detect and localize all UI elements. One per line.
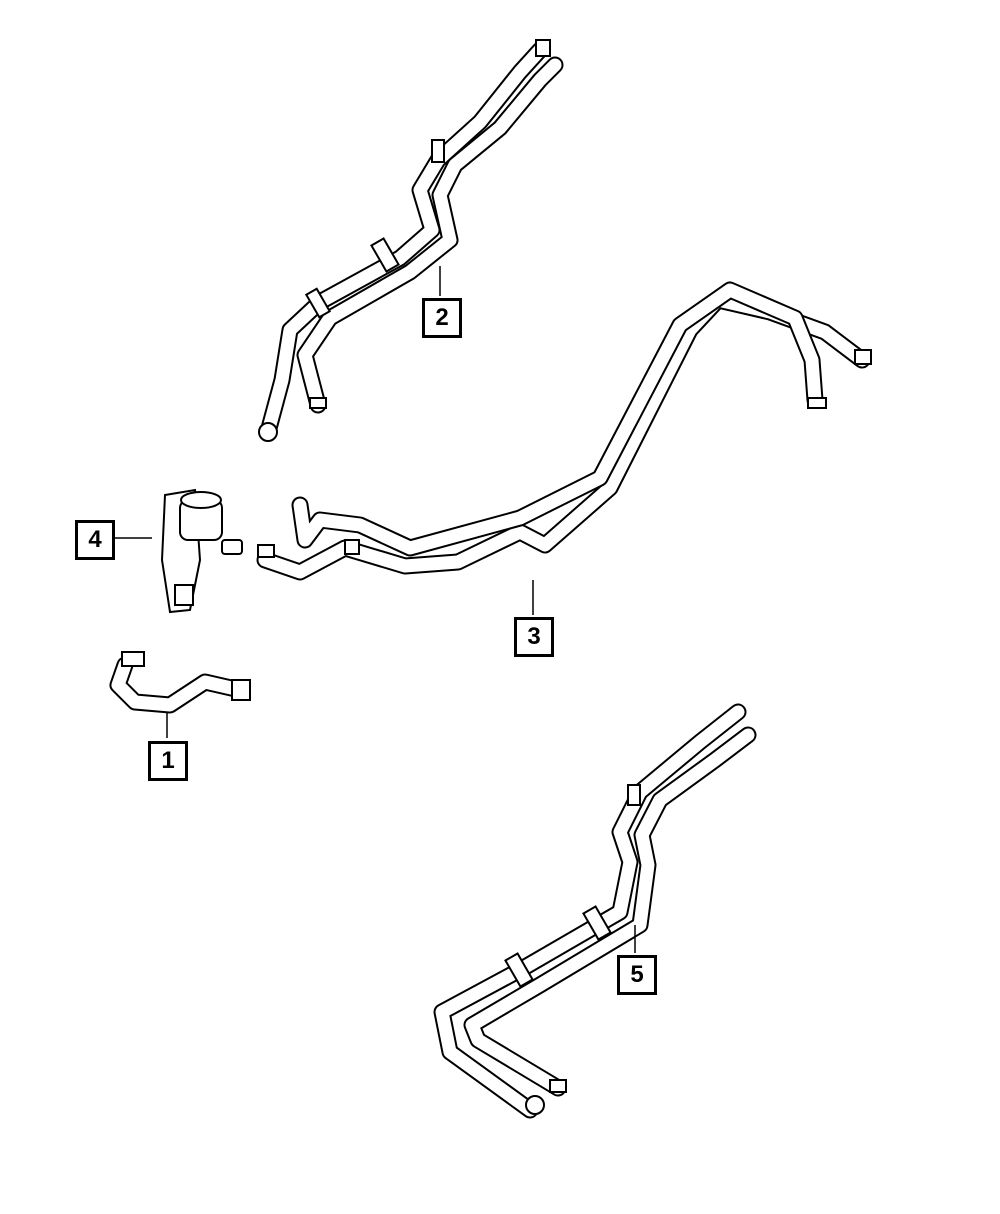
callout-5[interactable]: 5 xyxy=(617,955,657,995)
callout-2[interactable]: 2 xyxy=(422,298,462,338)
hose-1 xyxy=(109,651,251,714)
hose-assembly-2 xyxy=(258,39,564,442)
callout-3[interactable]: 3 xyxy=(514,617,554,657)
hose-assembly-3 xyxy=(256,281,872,581)
callout-1[interactable]: 1 xyxy=(148,741,188,781)
callout-4[interactable]: 4 xyxy=(75,520,115,560)
auxiliary-water-pump-4 xyxy=(160,488,243,614)
hose-assembly-5 xyxy=(433,703,757,1119)
